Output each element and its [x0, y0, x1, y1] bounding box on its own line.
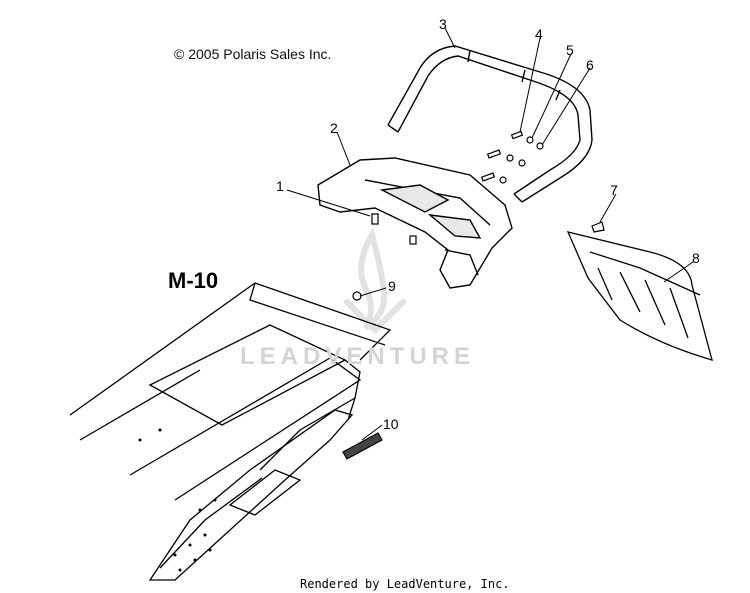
callout-3: 3 — [439, 16, 447, 32]
part-2-rear-mount — [317, 157, 513, 289]
callout-6: 6 — [586, 57, 594, 73]
part-3-grab-bar — [387, 45, 593, 203]
model-label: M-10 — [168, 268, 219, 293]
callout-8: 8 — [692, 250, 700, 266]
callout-5: 5 — [566, 42, 574, 58]
callout-4: 4 — [535, 26, 543, 42]
leader-lines — [286, 27, 694, 441]
callout-2: 2 — [330, 120, 338, 136]
tunnel-dots — [138, 428, 217, 572]
copyright-text: © 2005 Polaris Sales Inc. — [174, 46, 332, 62]
footer-credit: Rendered by LeadVenture, Inc. — [300, 577, 510, 591]
callout-9: 9 — [388, 278, 396, 294]
tunnel-frame — [69, 282, 392, 581]
part-10-reflector — [342, 432, 383, 460]
callout-10: 10 — [383, 416, 399, 432]
callout-7: 7 — [610, 182, 618, 198]
callout-1: 1 — [276, 178, 284, 194]
part-7-rivet — [591, 221, 605, 233]
part-1-fastener — [371, 213, 417, 245]
part-8-snow-flap — [566, 231, 713, 361]
flame-logo-icon — [342, 227, 408, 335]
part-9-screw — [352, 291, 362, 301]
watermark-text: LEADVENTURE — [240, 343, 476, 370]
part-4-5-6-bolts — [480, 130, 544, 184]
